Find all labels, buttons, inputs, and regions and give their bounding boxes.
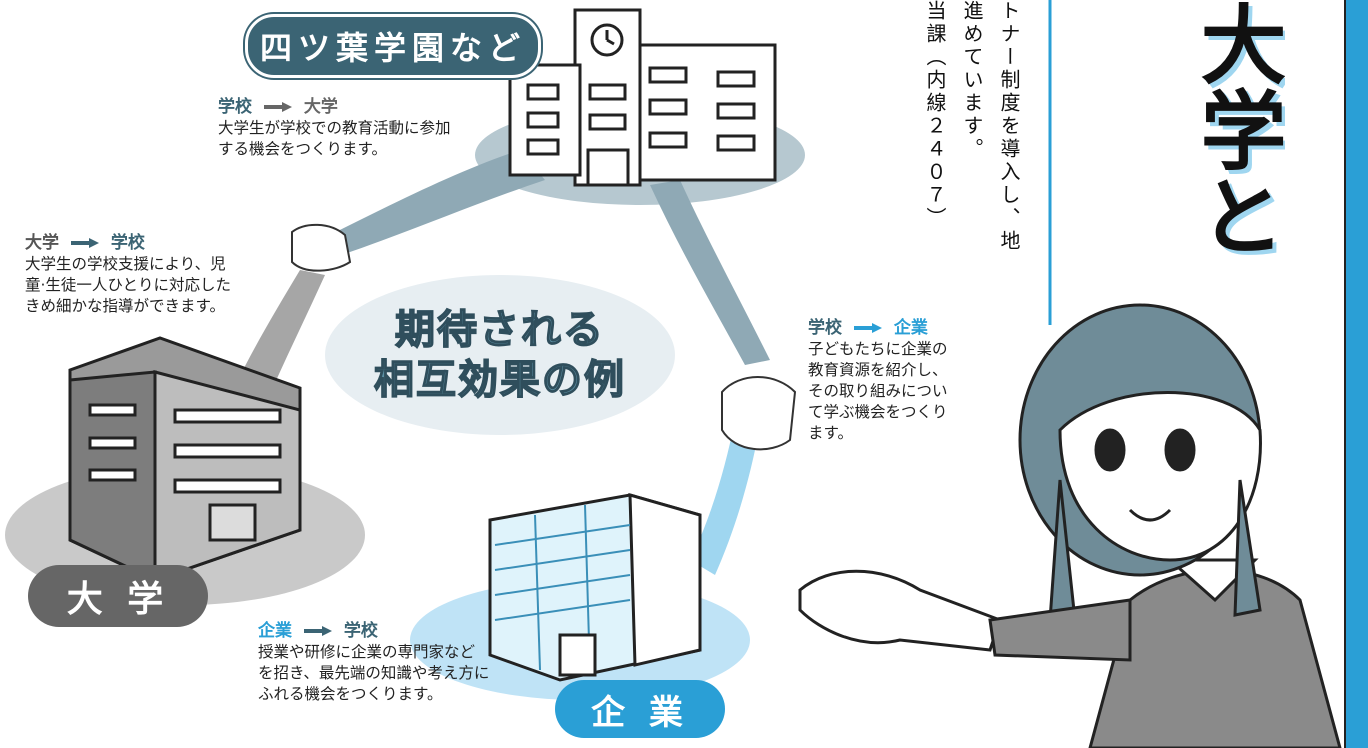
company-node-text: 企 業 (591, 692, 689, 733)
to-label: 企業 (893, 318, 928, 338)
university-building (68, 336, 302, 583)
vertical-text-col3: 当課（内線２４０７） (923, 0, 947, 230)
school-building (508, 8, 777, 187)
from-label: 企業 (258, 621, 292, 641)
from-label: 学校 (218, 97, 252, 117)
right-arrow-icon (263, 102, 292, 112)
center-title-line1: 期待される (394, 305, 605, 354)
to-label: 学校 (343, 621, 378, 641)
school-node-text: 四ツ葉学園など (259, 29, 526, 67)
caption-univ-to-school: 大学 学校 大学生の学校支援により、児童·生徒一人ひとりに対応したきめ細かな指導… (25, 232, 240, 317)
caption-body: 大学生の学校支援により、児童·生徒一人ひとりに対応したきめ細かな指導ができます。 (25, 255, 231, 315)
center-title: 期待される 相互効果の例 (340, 305, 660, 405)
from-label: 学校 (808, 318, 842, 338)
vertical-text-col1: トナー制度を導入し、地 (997, 0, 1021, 253)
caption-school-to-company: 学校 企業 子どもたちに企業の教育資源を紹介し、その取り組みについて学ぶ機会をつ… (808, 317, 953, 444)
caption-body: 授業や研修に企業の専門家などを招き、最先端の知識や考え方にふれる機会をつくります… (258, 643, 490, 703)
caption-company-to-school: 企業 学校 授業や研修に企業の専門家などを招き、最先端の知識や考え方にふれる機会… (258, 620, 490, 705)
from-label: 大学 (25, 233, 59, 253)
right-frame (1346, 0, 1368, 748)
university-node-label: 大 学 (28, 565, 208, 627)
right-arrow-icon (70, 238, 99, 248)
arm-company-school (690, 420, 760, 575)
handshake-company (721, 376, 797, 451)
headline-vertical: 大学と (1185, 0, 1285, 258)
handshake-univ (291, 223, 352, 272)
arm-school-univ (320, 150, 545, 262)
company-building (488, 492, 702, 682)
university-node-text: 大 学 (66, 578, 170, 620)
to-label: 大学 (303, 97, 338, 117)
center-glow (325, 275, 675, 435)
right-arrow-icon (853, 323, 882, 333)
school-node-label: 四ツ葉学園など (245, 14, 541, 78)
arm-school-company (650, 180, 770, 365)
caption-body: 子どもたちに企業の教育資源を紹介し、その取り組みについて学ぶ機会をつくります。 (808, 340, 948, 442)
right-arrow-icon (303, 626, 332, 636)
vertical-text-col2: 進めています。 (960, 0, 984, 161)
to-label: 学校 (110, 233, 145, 253)
caption-school-to-univ: 学校 大学 大学生が学校での教育活動に参加する機会をつくります。 (218, 96, 458, 160)
caption-body: 大学生が学校での教育活動に参加する機会をつくります。 (218, 119, 451, 158)
center-title-line2: 相互効果の例 (373, 355, 626, 404)
character-illustration (798, 303, 1342, 748)
company-node-label: 企 業 (555, 680, 725, 738)
